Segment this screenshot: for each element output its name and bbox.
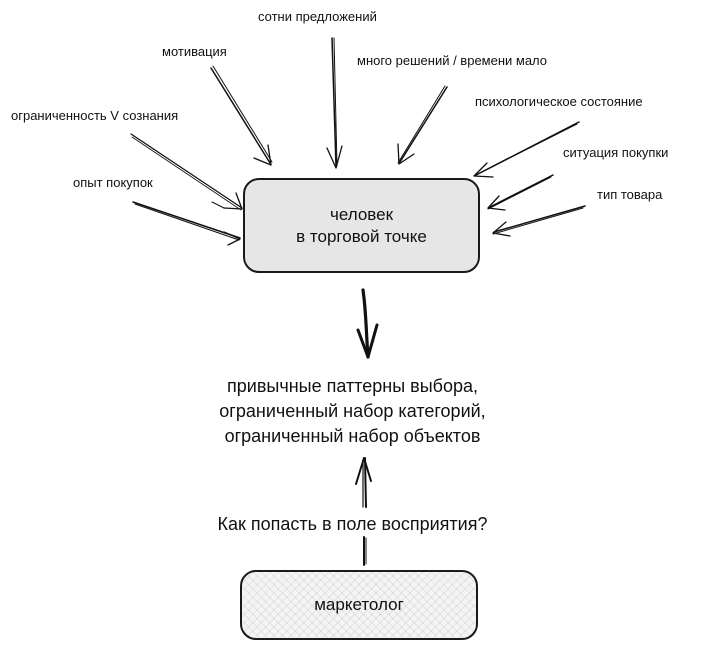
factor-many-decisions: много решений / времени мало [357, 53, 548, 68]
factor-limited-consciousness: ограниченность V сознания [11, 108, 179, 123]
arrow-limited-consciousness [130, 133, 243, 211]
question-text: Как попасть в поле восприятия? [217, 514, 488, 534]
arrow-many-decisions [397, 85, 448, 165]
marketer-label: маркетолог [314, 595, 404, 614]
factor-hundreds-offers: сотни предложений [258, 9, 377, 24]
arrow-product-type [492, 205, 586, 237]
factor-product-type: тип товара [597, 187, 663, 202]
arrow-shopping-experience [132, 201, 241, 246]
factor-psych-state: психологическое состояние [475, 94, 643, 109]
arrow-person-to-outcome [356, 288, 379, 359]
person-box-line1: человек [329, 204, 394, 224]
arrow-motivation [210, 65, 273, 166]
arrow-purchase-situation [487, 174, 554, 211]
person-in-store-box: человек в торговой точке [243, 178, 480, 273]
factor-shopping-experience: опыт покупок [73, 175, 153, 190]
factor-motivation: мотивация [162, 44, 227, 59]
outcome-line2: ограниченный набор категорий, [219, 401, 486, 421]
line-marketer-to-question [363, 536, 367, 566]
arrow-psych-state [473, 121, 580, 178]
outcome-line1: привычные паттерны выбора, [227, 376, 478, 396]
factor-purchase-situation: ситуация покупки [563, 145, 669, 160]
arrow-question-to-outcome [355, 457, 372, 508]
arrow-hundreds-offers [326, 37, 343, 169]
outcome-text: привычные паттерны выбора, ограниченный … [0, 374, 705, 449]
marketer-box: маркетолог [240, 570, 478, 640]
person-box-line2: в торговой точке [296, 226, 427, 246]
outcome-line3: ограниченный набор объектов [224, 426, 481, 446]
